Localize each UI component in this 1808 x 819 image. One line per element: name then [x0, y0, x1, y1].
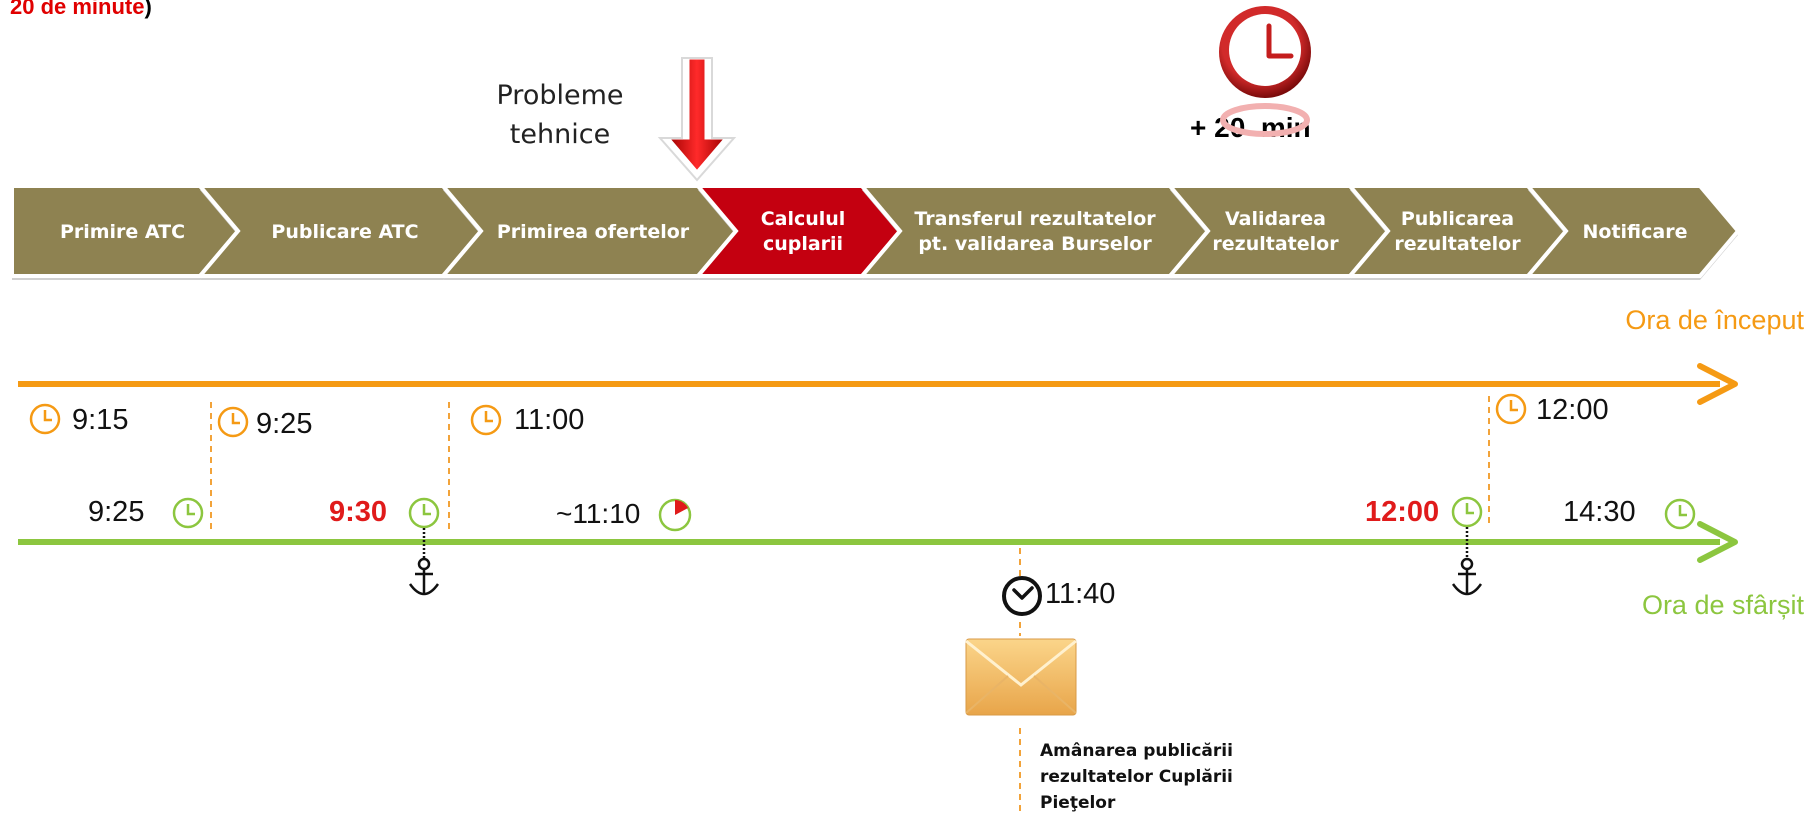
- end-time-label: 14:30: [1563, 496, 1636, 528]
- start-time-label: 11:00: [514, 404, 585, 436]
- technical-problems-label: Probleme tehnice: [496, 80, 624, 150]
- start-time-axis: [18, 363, 1738, 405]
- alarm-clock-icon: [1219, 6, 1311, 137]
- end-time-axis: [18, 521, 1738, 563]
- start-time-label: 9:25: [256, 408, 313, 440]
- process-step-primirea-ofertelor: Primirea ofertelor: [496, 220, 690, 243]
- end-axis-label: Ora de sfârșit: [1641, 590, 1804, 620]
- process-step-notificare: Notificare: [1582, 220, 1688, 243]
- end-clock-icons: [172, 496, 1696, 530]
- start-time-label: 12:00: [1536, 394, 1609, 426]
- corner-title: 20 de minute): [10, 0, 152, 19]
- end-time-label: 12:00: [1365, 496, 1440, 528]
- process-step-publicare-atc: Publicare ATC: [271, 220, 419, 243]
- anchor-icon: [408, 528, 440, 596]
- clock-icon: [408, 497, 440, 529]
- start-clock-icons: [29, 393, 1527, 438]
- clock-icon: [1495, 393, 1527, 425]
- process-chevron-band: [10, 184, 1741, 280]
- publication-delay-note: Amânarea publicării rezultatelor Cuplări…: [1040, 741, 1233, 813]
- envelope-icon: [965, 638, 1077, 716]
- clock-icon: [470, 404, 502, 436]
- dashed-connectors: [210, 396, 1490, 815]
- start-axis-label: Ora de început: [1625, 305, 1804, 335]
- clock-icon: [658, 498, 692, 532]
- down-arrow-icon: [657, 56, 737, 182]
- start-time-label: 9:15: [72, 404, 129, 436]
- clock-icon: [217, 406, 249, 438]
- clock-icon: [1664, 498, 1696, 530]
- clock-icon: [172, 497, 204, 529]
- end-time-label: 9:30: [329, 496, 388, 528]
- process-step-primire-atc: Primire ATC: [59, 220, 186, 243]
- notice-time-label: 11:40: [1045, 578, 1116, 610]
- end-time-label: 9:25: [88, 496, 145, 528]
- chevron-shape: [1523, 184, 1741, 278]
- end-time-label: ~11:10: [556, 498, 641, 529]
- clock-icon: [1451, 496, 1483, 528]
- anchor-icon: [1451, 527, 1483, 596]
- clock-icon: [29, 403, 61, 435]
- clock-icon: [1002, 576, 1042, 616]
